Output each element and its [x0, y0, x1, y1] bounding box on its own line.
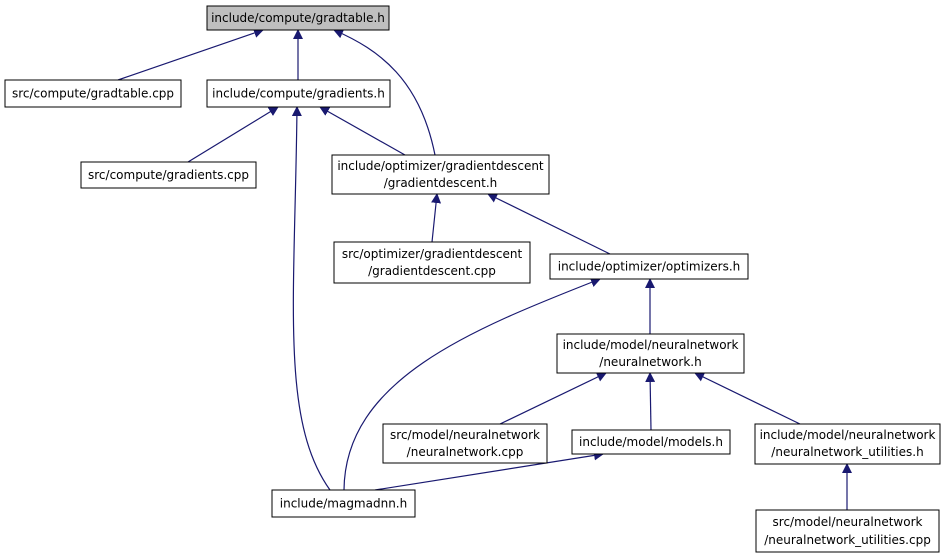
node-gradtable-h[interactable]: include/compute/gradtable.h	[206, 5, 390, 31]
node-neuralnetwork-cpp[interactable]: src/model/neuralnetwork /neuralnetwork.c…	[382, 423, 548, 464]
node-neuralnetwork-cpp-label-1: src/model/neuralnetwork	[390, 428, 540, 442]
node-gradientdescent-h-label-1: include/optimizer/gradientdescent	[337, 159, 544, 173]
node-gradtable-h-label: include/compute/gradtable.h	[211, 11, 385, 25]
edge-neuralnetwork-cpp-to-neuralnetwork-h	[499, 372, 607, 425]
node-neuralnetwork-utilities-cpp[interactable]: src/model/neuralnetwork /neuralnetwork_u…	[755, 509, 940, 553]
edge-optimizers-h-to-gradientdescent-h	[487, 193, 611, 255]
node-gradientdescent-h[interactable]: include/optimizer/gradientdescent /gradi…	[331, 154, 550, 195]
node-neuralnetwork-utilities-cpp-label-1: src/model/neuralnetwork	[773, 515, 923, 529]
node-neuralnetwork-h-label-2: /neuralnetwork.h	[599, 355, 701, 369]
node-gradientdescent-cpp-label-2: /gradientdescent.cpp	[368, 264, 496, 278]
node-neuralnetwork-utilities-cpp-label-2: /neuralnetwork_utilities.cpp	[764, 533, 931, 547]
edge-gradientdescent-h-to-gradtable-h	[333, 29, 436, 156]
node-neuralnetwork-utilities-h-label-2: /neuralnetwork_utilities.h	[771, 445, 923, 459]
node-models-h[interactable]: include/model/models.h	[571, 429, 731, 455]
edge-magmadnn-h-to-gradients-h	[291, 106, 331, 491]
edge-magmadnn-h-to-optimizers-h	[343, 277, 601, 491]
node-gradtable-cpp[interactable]: src/compute/gradtable.cpp	[4, 79, 182, 108]
node-gradientdescent-h-label-2: /gradientdescent.h	[384, 176, 498, 190]
node-neuralnetwork-utilities-h-label-1: include/model/neuralnetwork	[760, 428, 936, 442]
node-optimizers-h-label: include/optimizer/optimizers.h	[558, 260, 741, 274]
edge-models-h-to-neuralnetwork-h	[645, 372, 656, 431]
node-optimizers-h[interactable]: include/optimizer/optimizers.h	[549, 253, 749, 280]
node-gradients-cpp[interactable]: src/compute/gradients.cpp	[80, 161, 257, 189]
edge-gradientdescent-cpp-to-gradientdescent-h	[431, 193, 442, 243]
node-neuralnetwork-h-label-1: include/model/neuralnetwork	[563, 338, 739, 352]
node-gradients-h[interactable]: include/compute/gradients.h	[206, 79, 391, 108]
node-magmadnn-h-label: include/magmadnn.h	[280, 497, 407, 511]
node-magmadnn-h[interactable]: include/magmadnn.h	[271, 489, 416, 518]
edge-gradientdescent-h-to-gradients-h	[319, 106, 406, 156]
node-gradientdescent-cpp-label-1: src/optimizer/gradientdescent	[342, 247, 523, 261]
node-gradients-h-label: include/compute/gradients.h	[212, 87, 385, 101]
node-gradientdescent-cpp[interactable]: src/optimizer/gradientdescent /gradientd…	[333, 241, 531, 284]
node-models-h-label: include/model/models.h	[579, 435, 723, 449]
node-gradients-cpp-label: src/compute/gradients.cpp	[88, 168, 249, 182]
edge-magmadnn-h-to-models-h	[374, 450, 604, 491]
edge-neuralnetwork-utilities-h-to-neuralnetwork-h	[694, 372, 801, 425]
node-gradtable-cpp-label: src/compute/gradtable.cpp	[12, 87, 174, 101]
node-neuralnetwork-cpp-label-2: /neuralnetwork.cpp	[407, 445, 524, 459]
edge-gradtable-cpp-to-gradtable-h	[117, 28, 264, 81]
edge-gradients-cpp-to-gradients-h	[187, 106, 279, 163]
node-neuralnetwork-h[interactable]: include/model/neuralnetwork /neuralnetwo…	[556, 333, 745, 374]
node-neuralnetwork-utilities-h[interactable]: include/model/neuralnetwork /neuralnetwo…	[754, 423, 941, 465]
